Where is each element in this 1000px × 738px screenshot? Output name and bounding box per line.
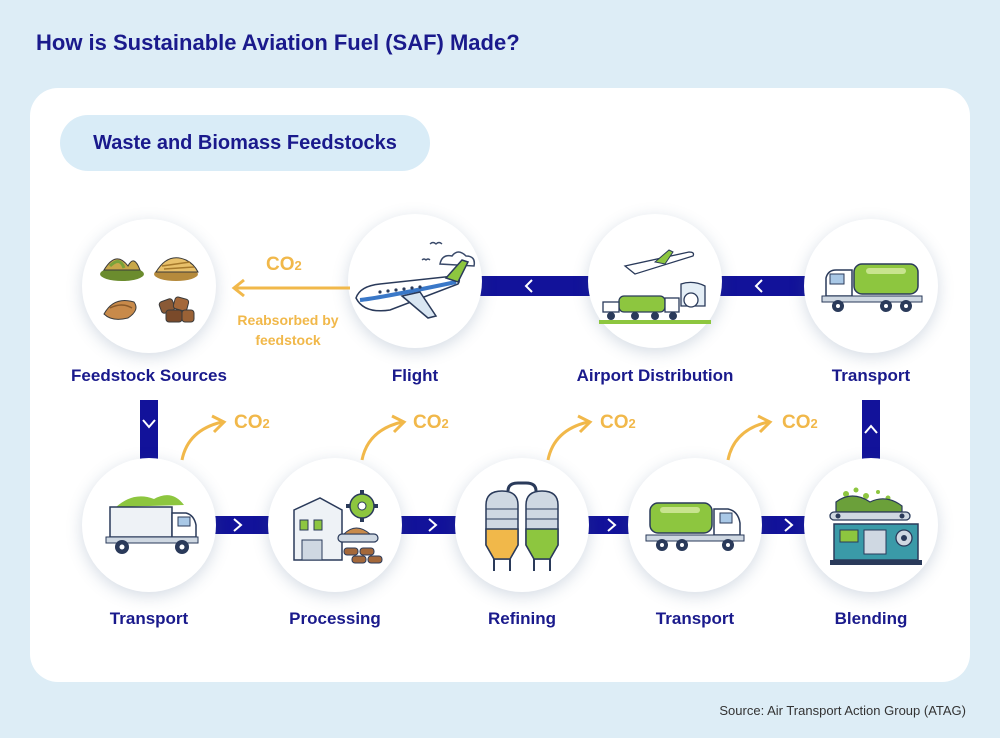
airport-distribution-node xyxy=(588,214,722,348)
co2-text: CO xyxy=(600,412,629,433)
label-blending: Blending xyxy=(834,609,908,628)
co2-label-processing: CO2 xyxy=(413,412,449,434)
label-feedstock-sources: Feedstock Sources xyxy=(71,366,227,385)
blending-machine-icon xyxy=(829,487,922,565)
transport-2-node xyxy=(628,458,762,592)
connector-feedstock-transport xyxy=(140,400,158,460)
co2-subscript: 2 xyxy=(441,416,449,431)
co2-label-top: CO2 xyxy=(266,254,302,276)
connector-transport-processing xyxy=(210,516,280,534)
connector-flight-airport xyxy=(470,276,600,296)
label-transport-1: Transport xyxy=(109,609,189,628)
source-credit: Source: Air Transport Action Group (ATAG… xyxy=(719,703,966,718)
co2-subscript: 2 xyxy=(294,258,302,273)
label-processing: Processing xyxy=(289,609,381,628)
factory-gear-icon xyxy=(293,490,383,564)
connector-refining-transport xyxy=(582,516,642,534)
label-transport-top: Transport xyxy=(831,366,911,385)
co2-arrow-processing xyxy=(360,414,407,461)
airplane-icon xyxy=(355,241,476,319)
reabsorbed-note: Reabsorbed by feedstock xyxy=(237,312,339,348)
co2-arrow-transport-2 xyxy=(726,414,773,461)
connector-processing-refining xyxy=(395,516,465,534)
co2-label-transport: CO2 xyxy=(234,412,270,434)
silo-tanks-icon xyxy=(485,481,559,571)
co2-text: CO xyxy=(234,412,263,433)
transport-1-node xyxy=(82,458,216,592)
airport-tanker-icon xyxy=(599,249,711,324)
connector-transport-blending xyxy=(755,516,815,534)
label-transport-2: Transport xyxy=(655,609,735,628)
co2-label-refining: CO2 xyxy=(600,412,636,434)
co2-subscript: 2 xyxy=(262,416,270,431)
co2-arrow-refining xyxy=(546,414,593,461)
label-refining: Refining xyxy=(488,609,556,628)
tanker-truck-icon xyxy=(821,263,923,312)
co2-label-transport-2: CO2 xyxy=(782,412,818,434)
section-label: Waste and Biomass Feedstocks xyxy=(60,115,430,171)
co2-reabsorb-arrow xyxy=(231,278,350,298)
feedstock-piles-icon xyxy=(100,257,199,323)
co2-arrow-transport xyxy=(180,414,227,461)
co2-text: CO xyxy=(266,254,295,275)
co2-text: CO xyxy=(782,412,811,433)
page-title: How is Sustainable Aviation Fuel (SAF) M… xyxy=(36,30,520,55)
refining-node xyxy=(455,458,589,592)
processing-node xyxy=(268,458,402,592)
co2-subscript: 2 xyxy=(628,416,636,431)
label-airport-distribution: Airport Distribution xyxy=(576,366,734,385)
connector-transport-airport xyxy=(712,276,812,296)
co2-subscript: 2 xyxy=(810,416,818,431)
co2-text: CO xyxy=(413,412,442,433)
blending-node xyxy=(804,458,938,592)
feedstock-sources-node xyxy=(82,219,216,353)
transport-top-node xyxy=(804,219,938,353)
flight-node xyxy=(348,214,482,348)
connector-blending-transport xyxy=(862,400,880,460)
label-flight: Flight xyxy=(391,366,439,385)
tanker-truck-icon xyxy=(645,502,745,551)
cargo-truck-icon xyxy=(105,495,199,554)
